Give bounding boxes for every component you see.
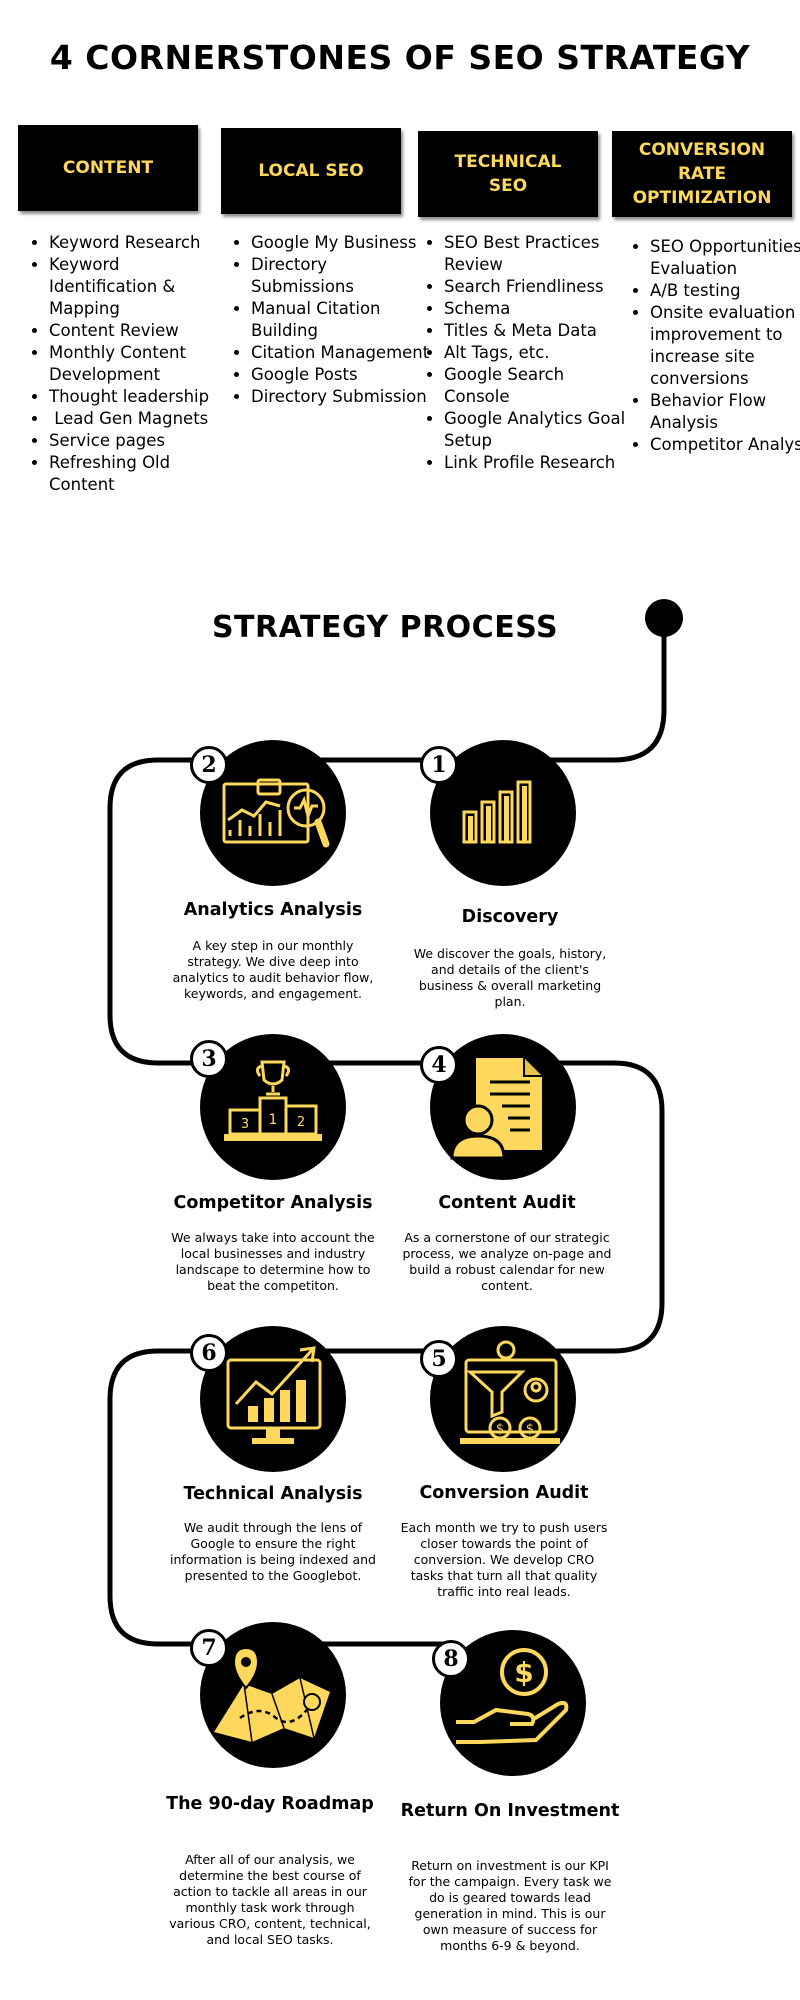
step-8-title: Return On Investment — [400, 1801, 620, 1821]
roadmap-icon — [214, 1646, 330, 1743]
step-5-description: Each month we try to push users closer t… — [400, 1520, 608, 1599]
step-4-description: As a cornerstone of our strategic proces… — [402, 1230, 612, 1293]
list-item: Google Analytics Goal Setup — [444, 408, 634, 452]
svg-text:$: $ — [496, 1422, 504, 1437]
svg-text:$: $ — [514, 1656, 533, 1689]
pillar-box-local-seo: LOCAL SEO — [221, 128, 401, 214]
list-item: Service pages — [49, 430, 219, 452]
bar-chart-icon — [462, 780, 532, 844]
pillar-label-content: CONTENT — [62, 158, 154, 178]
step-2-circle — [200, 740, 346, 886]
step-2-title: Analytics Analysis — [183, 900, 363, 920]
list-item: SEO Opportunities Evaluation — [650, 236, 800, 280]
process-title: STRATEGY PROCESS — [211, 610, 559, 645]
list-item: Competitor Analysis — [650, 434, 800, 456]
list-item: SEO Best Practices Review — [444, 232, 634, 276]
step-6-description: We audit through the lens of Google to e… — [170, 1520, 376, 1583]
list-item: Google My Business — [251, 232, 431, 254]
hand-dollar-icon: $ — [456, 1648, 569, 1744]
step-4-number: 4 — [420, 1046, 458, 1084]
path-start-dot — [645, 599, 683, 637]
list-item: Keyword Research — [49, 232, 219, 254]
pillar-list-technical-seo: SEO Best Practices Review Search Friendl… — [414, 232, 634, 474]
step-2-number: 2 — [190, 746, 228, 784]
monitor-growth-icon — [226, 1346, 322, 1444]
step-4-title: Content Audit — [438, 1193, 576, 1213]
page-title: 4 CORNERSTONES OF SEO STRATEGY — [49, 38, 751, 77]
step-5-title: Conversion Audit — [419, 1483, 589, 1503]
list-item: A/B testing — [650, 280, 800, 302]
step-3-description: We always take into account the local bu… — [171, 1230, 375, 1293]
step-7-circle — [200, 1622, 346, 1768]
list-item: Manual Citation Building — [251, 298, 431, 342]
list-item: Titles & Meta Data — [444, 320, 634, 342]
pillar-box-cro: CONVERSION RATE OPTIMIZATION — [612, 131, 792, 217]
analytics-dashboard-icon — [222, 778, 330, 848]
list-item: Lead Gen Magnets — [49, 408, 219, 430]
step-7-description: After all of our analysis, we determine … — [169, 1852, 371, 1947]
pillar-label-technical-seo: TECHNICAL SEO — [454, 152, 562, 196]
step-1-number: 1 — [420, 746, 458, 784]
list-item: Google Search Console — [444, 364, 634, 408]
pillar-box-technical-seo: TECHNICAL SEO — [418, 131, 598, 217]
step-3-title: Competitor Analysis — [173, 1193, 373, 1213]
step-3-number: 3 — [190, 1040, 228, 1078]
svg-text:2: 2 — [297, 1115, 305, 1130]
step-6-title: Technical Analysis — [183, 1484, 363, 1504]
list-item: Onsite evaluation & improvement to incre… — [650, 302, 800, 390]
list-item: Alt Tags, etc. — [444, 342, 634, 364]
step-7-number: 7 — [190, 1629, 228, 1667]
conversion-funnel-icon: $ $ — [460, 1340, 560, 1444]
pillar-label-cro: CONVERSION RATE OPTIMIZATION — [632, 140, 772, 208]
step-4-circle — [430, 1034, 576, 1180]
list-item: Thought leadership — [49, 386, 219, 408]
list-item: Schema — [444, 298, 634, 320]
svg-text:1: 1 — [269, 1112, 278, 1128]
list-item: Refreshing Old Content — [49, 452, 219, 496]
podium-trophy-icon: 1 3 2 — [224, 1060, 322, 1141]
step-8-description: Return on investment is our KPI for the … — [408, 1858, 612, 1953]
svg-text:3: 3 — [241, 1117, 249, 1132]
step-8-number: 8 — [432, 1640, 470, 1678]
step-6-number: 6 — [190, 1334, 228, 1372]
list-item: Behavior Flow Analysis — [650, 390, 800, 434]
pillar-list-cro: SEO Opportunities Evaluation A/B testing… — [620, 236, 800, 456]
pillar-list-local-seo: Google My Business Directory Submissions… — [221, 232, 431, 408]
step-2-description: A key step in our monthly strategy. We d… — [172, 938, 374, 1001]
pillar-box-content: CONTENT — [18, 125, 198, 211]
step-1-description: We discover the goals, history, and deta… — [413, 946, 607, 1009]
step-7-title: The 90-day Roadmap — [166, 1794, 374, 1814]
svg-text:$: $ — [526, 1422, 534, 1437]
pillar-list-content: Keyword Research Keyword Identification … — [19, 232, 219, 496]
list-item: Link Profile Research — [444, 452, 634, 474]
list-item: Citation Management — [251, 342, 431, 364]
step-1-title: Discovery — [461, 907, 559, 927]
list-item: Google Posts — [251, 364, 431, 386]
list-item: Directory Submission — [251, 386, 431, 408]
list-item: Monthly Content Development — [49, 342, 219, 386]
document-user-icon — [450, 1058, 542, 1160]
step-5-number: 5 — [420, 1340, 458, 1378]
list-item: Keyword Identification & Mapping — [49, 254, 219, 320]
list-item: Content Review — [49, 320, 219, 342]
list-item: Search Friendliness — [444, 276, 634, 298]
list-item: Directory Submissions — [251, 254, 431, 298]
pillar-label-local-seo: LOCAL SEO — [258, 161, 364, 181]
